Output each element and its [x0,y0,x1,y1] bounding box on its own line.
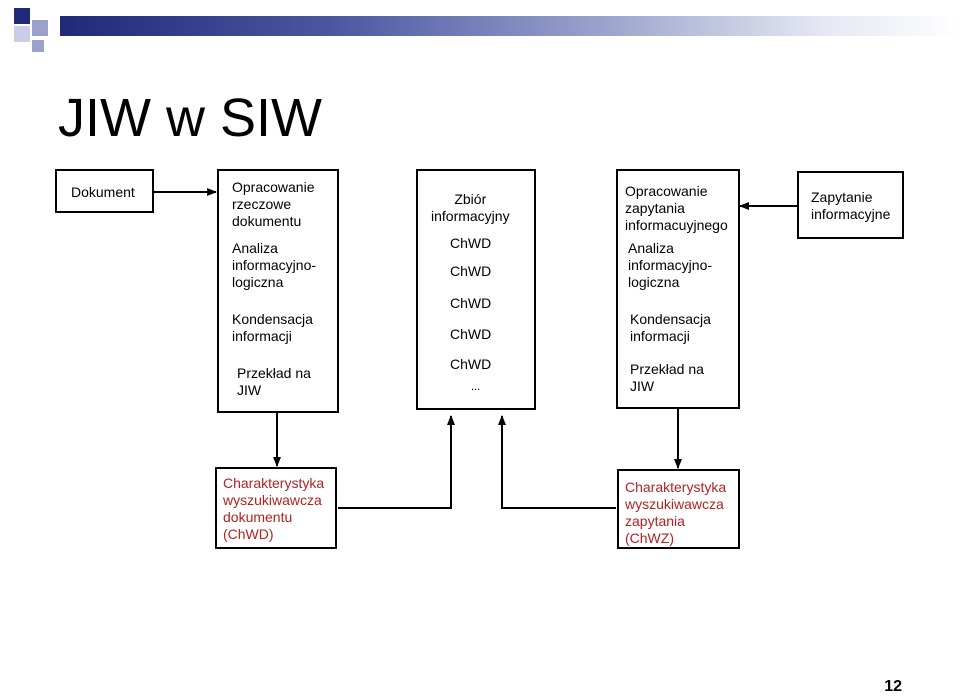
collection-item: ChWD [450,356,492,372]
collection-item: ChWD [450,326,492,342]
collection-item: ChWD [450,295,492,311]
collection-title: Zbiór informacyjny [431,191,510,224]
query-step-preparation: Opracowanie zapytania informacuyjnego [625,183,728,233]
collection-item: ChWD [450,263,492,279]
doc-step-translation: Przekład na JIW [237,365,311,398]
document-processing-box: Opracowanie rzeczowe dokumentu Analiza i… [217,169,339,413]
arrow-chwz-to-collection [498,415,616,509]
query-label: Zapytanie informacyjne [811,189,891,222]
doc-step-analysis: Analiza informacyjno- logiczna [232,240,317,290]
page-number: 12 [884,678,902,695]
doc-step-subject-processing: Opracowanie rzeczowe dokumentu [232,179,315,229]
query-characteristic-label: Charakterystyka wyszukiwawcza zapytania … [625,479,727,546]
collection-ellipsis: ... [471,381,481,393]
header-square-2 [32,20,48,36]
query-processing-box: Opracowanie zapytania informacuyjnego An… [616,169,740,409]
query-step-translation: Przekład na JIW [630,361,704,394]
collection-box: Zbiór informacyjny ChWD ChWD ChWD ChWD C… [416,169,536,410]
arrow-chwd-to-collection [338,415,455,509]
query-characteristic-box: Charakterystyka wyszukiwawcza zapytania … [617,469,740,549]
header-square-4 [32,40,44,52]
collection-item: ChWD [450,235,492,251]
header-gradient-bar [60,16,960,36]
header-square-1 [14,8,30,24]
query-step-condensation: Kondensacja informacji [630,311,711,344]
slide-title: JIW w SIW [58,88,322,148]
query-step-analysis: Analiza informacyjno- logiczna [628,240,713,290]
query-box: Zapytanie informacyjne [797,171,904,239]
document-label: Dokument [71,184,135,200]
header-square-3 [14,26,30,42]
doc-characteristic-box: Charakterystyka wyszukiwawcza dokumentu … [215,467,337,549]
doc-characteristic-label: Charakterystyka wyszukiwawcza dokumentu … [223,475,325,542]
document-box: Dokument [55,169,154,213]
doc-step-condensation: Kondensacja informacji [232,311,313,344]
